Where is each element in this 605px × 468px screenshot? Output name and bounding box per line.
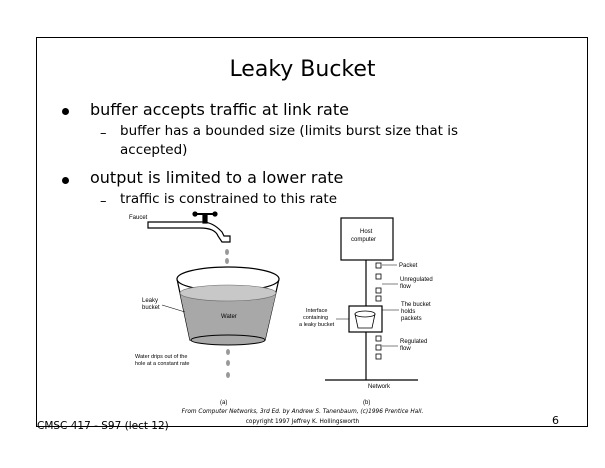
bullet-dot	[62, 108, 69, 115]
sub-dash: –	[100, 194, 107, 209]
bucket-holds-label-3: packets	[401, 316, 422, 322]
regulated-label-1: Regulated	[400, 339, 427, 345]
leaky-bucket-label-1: Leaky	[142, 298, 158, 304]
network-label: Network	[368, 384, 391, 390]
water-label: Water	[221, 314, 237, 320]
interface-label-1: Interface	[306, 308, 327, 314]
interface-label-2: containing	[303, 315, 328, 321]
credit-line-1: From Computer Networks, 3rd Ed. by Andre…	[181, 409, 424, 415]
sub-bullet-1-line2: accepted)	[120, 142, 188, 158]
sub-dash: –	[100, 126, 107, 141]
bucket-holds-label-1: The bucket	[401, 302, 431, 308]
slide-frame	[36, 37, 588, 427]
unregulated-label-1: Unregulated	[400, 277, 433, 283]
host-computer-box	[340, 217, 394, 261]
sub-bullet-2-line1: traffic is constrained to this rate	[120, 191, 338, 207]
bullet-dot	[62, 177, 69, 184]
interface-label-3: a leaky bucket	[299, 322, 335, 328]
bullet-2: output is limited to a lower rate	[90, 168, 344, 187]
faucet-label: Faucet	[129, 215, 148, 221]
page-number: 6	[552, 414, 559, 427]
packet-label: Packet	[399, 263, 418, 269]
bullet-1: buffer accepts traffic at link rate	[90, 100, 349, 119]
drips-label-1: Water drips out of the	[135, 354, 187, 360]
small-bucket-icon	[354, 310, 376, 329]
bucket-icon	[176, 266, 280, 346]
faucet-icon	[147, 211, 231, 243]
footer-course: CMSC 417 - S97 (lect 12)	[37, 420, 169, 432]
slide-title: Leaky Bucket	[229, 57, 376, 82]
host-label-2: computer	[351, 237, 376, 243]
water-drops	[225, 249, 229, 264]
drip-drops	[226, 349, 230, 378]
caption-a: (a)	[220, 400, 227, 406]
bucket-holds-label-2: holds	[401, 309, 415, 315]
host-label-1: Host	[360, 229, 373, 235]
drips-label-2: hole at a constant rate	[135, 361, 189, 367]
regulated-label-2: flow	[400, 346, 411, 352]
credit-line-2: copyright 1997 Jeffrey K. Hollingsworth	[245, 419, 360, 425]
packets	[375, 262, 382, 360]
unregulated-label-2: flow	[400, 284, 411, 290]
caption-b: (b)	[363, 400, 370, 406]
sub-bullet-1-line1: buffer has a bounded size (limits burst …	[120, 123, 458, 139]
leaky-bucket-label-2: bucket	[142, 305, 160, 311]
